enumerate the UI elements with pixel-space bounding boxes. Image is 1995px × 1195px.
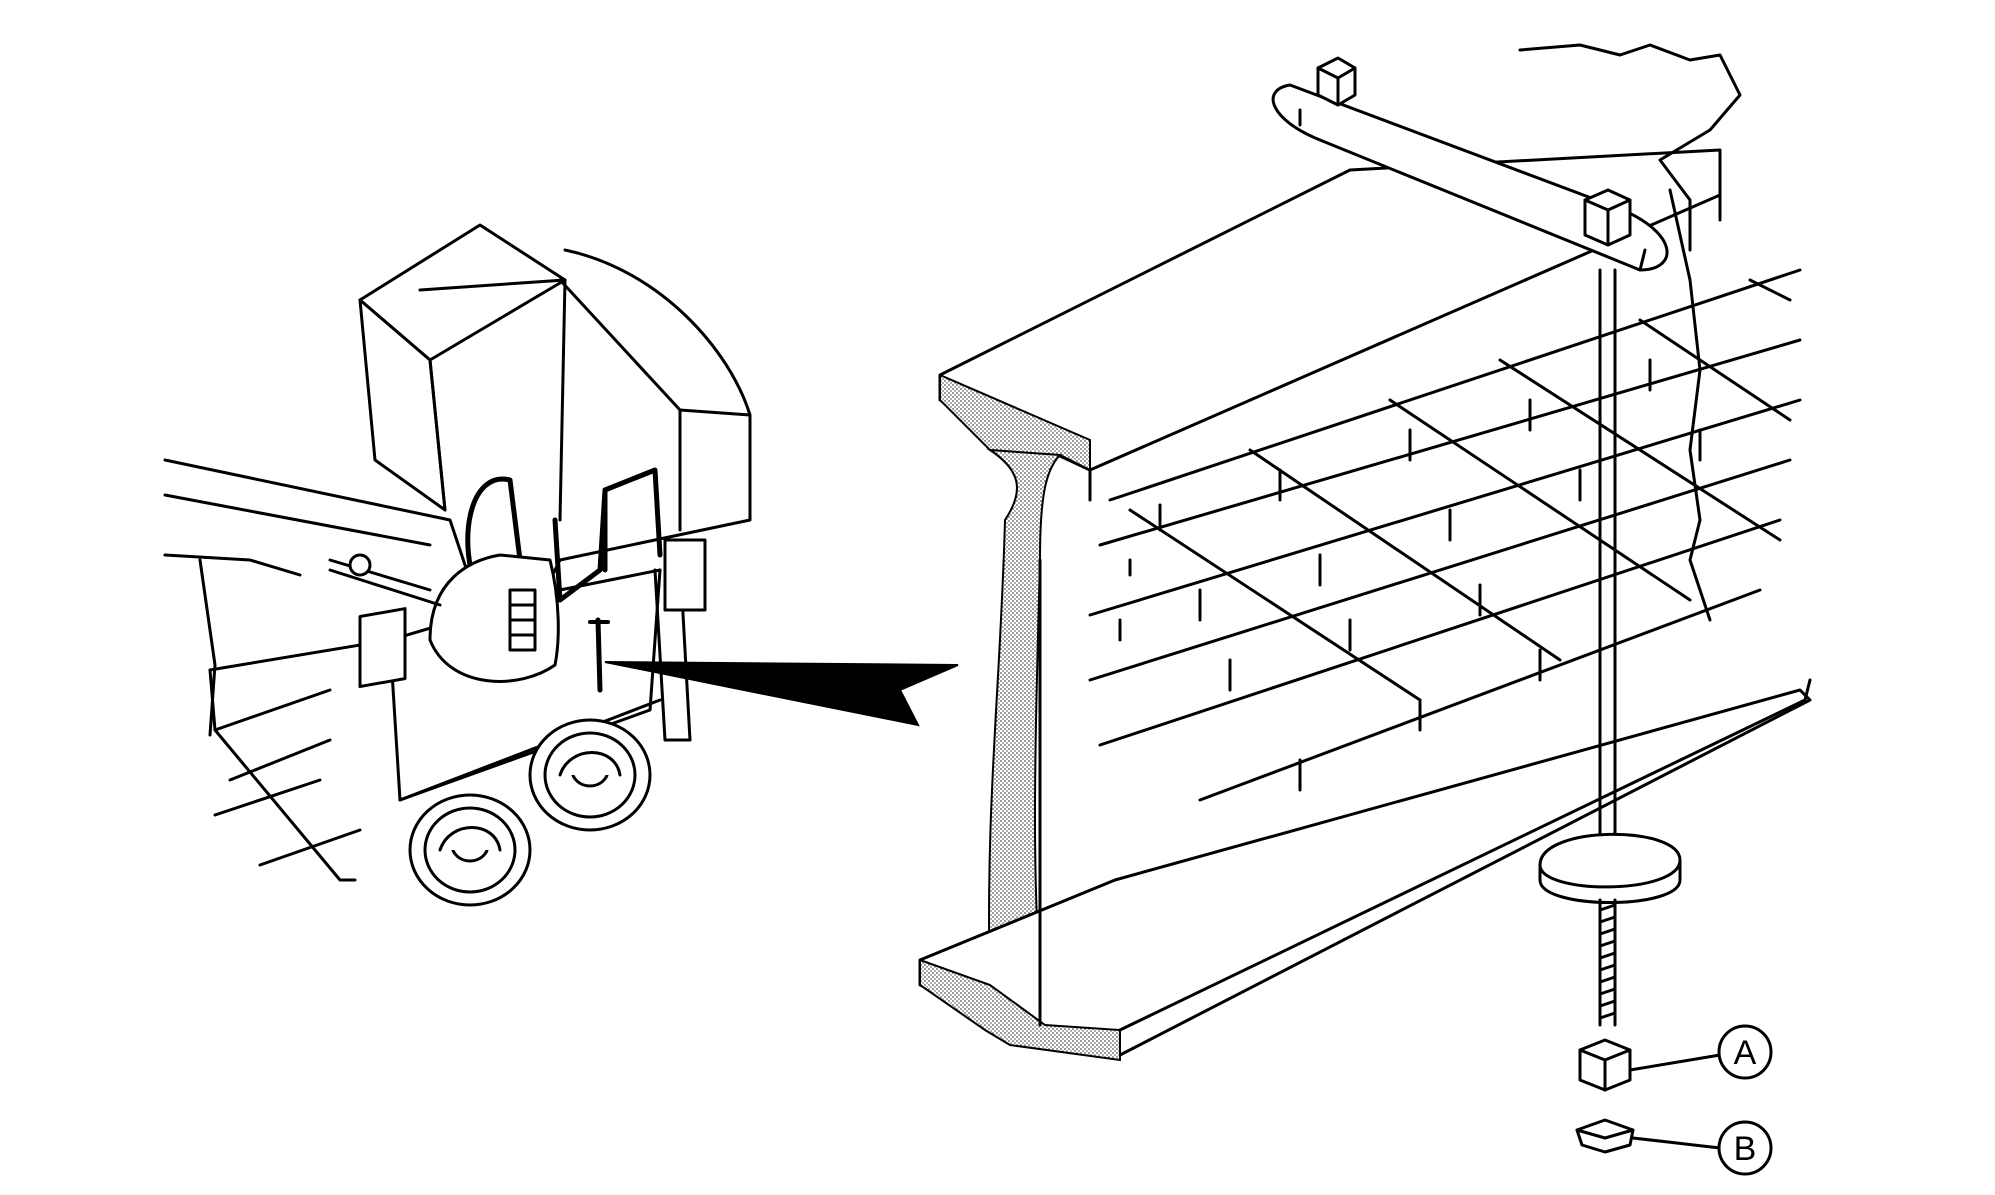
callout-b: B	[1631, 1120, 1773, 1176]
callout-a-label: A	[1734, 1034, 1757, 1072]
callout-a: A	[1628, 1024, 1773, 1080]
grating-clamp-icon	[1271, 43, 1742, 1154]
callout-b-label: B	[1734, 1130, 1757, 1168]
pointer-arrow-icon	[604, 661, 959, 727]
i-beam-icon	[918, 148, 1812, 1062]
crane-carrier-icon	[163, 223, 752, 907]
grating-icon	[1088, 268, 1802, 802]
lock-washer-icon	[1575, 1118, 1635, 1154]
